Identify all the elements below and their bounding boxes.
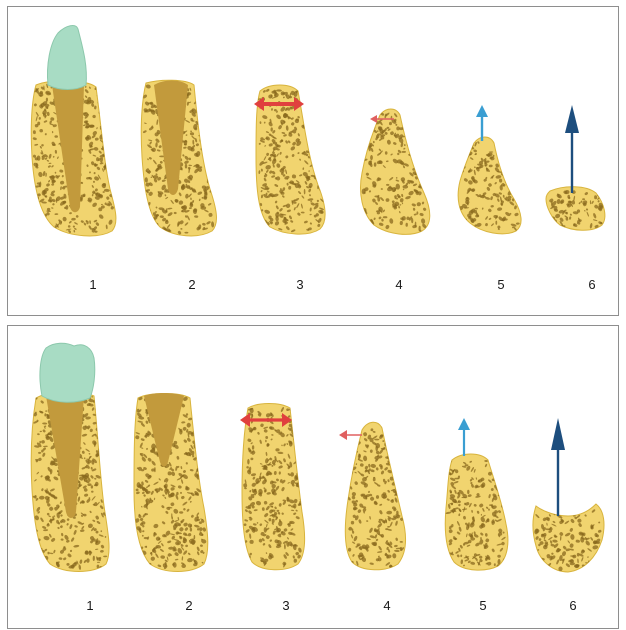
stage-4-arrow (339, 430, 362, 440)
up-blue-icon (476, 105, 488, 117)
stage-5-arrow (476, 105, 488, 141)
up-blue-icon (458, 418, 470, 430)
stage-label: 1 (70, 598, 110, 613)
stage-label: 2 (172, 277, 212, 292)
tooth-crown (47, 26, 86, 90)
diagram-panel-top: 1 2 3 4 5 6 (7, 6, 619, 316)
stage-label: 5 (481, 277, 521, 292)
trabecular-pattern (32, 394, 603, 571)
diagram-panel-bottom: 1 2 3 4 5 6 (7, 325, 619, 629)
stage-4-bone (361, 109, 430, 234)
left-red-icon (339, 430, 347, 440)
up-dark-blue-icon (551, 418, 565, 450)
ridge-resorption-sequence-top (8, 7, 619, 316)
stage-6-arrow (565, 105, 579, 193)
up-dark-blue-icon (565, 105, 579, 133)
stage-label: 4 (379, 277, 419, 292)
stage-5-arrow (458, 418, 470, 456)
stage-label: 2 (169, 598, 209, 613)
stage-6-arrow (551, 418, 565, 516)
stage-label: 1 (73, 277, 113, 292)
ridge-resorption-sequence-bottom (8, 326, 619, 629)
left-red-icon (370, 115, 377, 123)
stage-label: 5 (463, 598, 503, 613)
stage-label: 3 (280, 277, 320, 292)
stage-label: 6 (572, 277, 612, 292)
tooth-crown (40, 343, 95, 402)
stage-label: 3 (266, 598, 306, 613)
stage-label: 6 (553, 598, 593, 613)
stage-label: 4 (367, 598, 407, 613)
